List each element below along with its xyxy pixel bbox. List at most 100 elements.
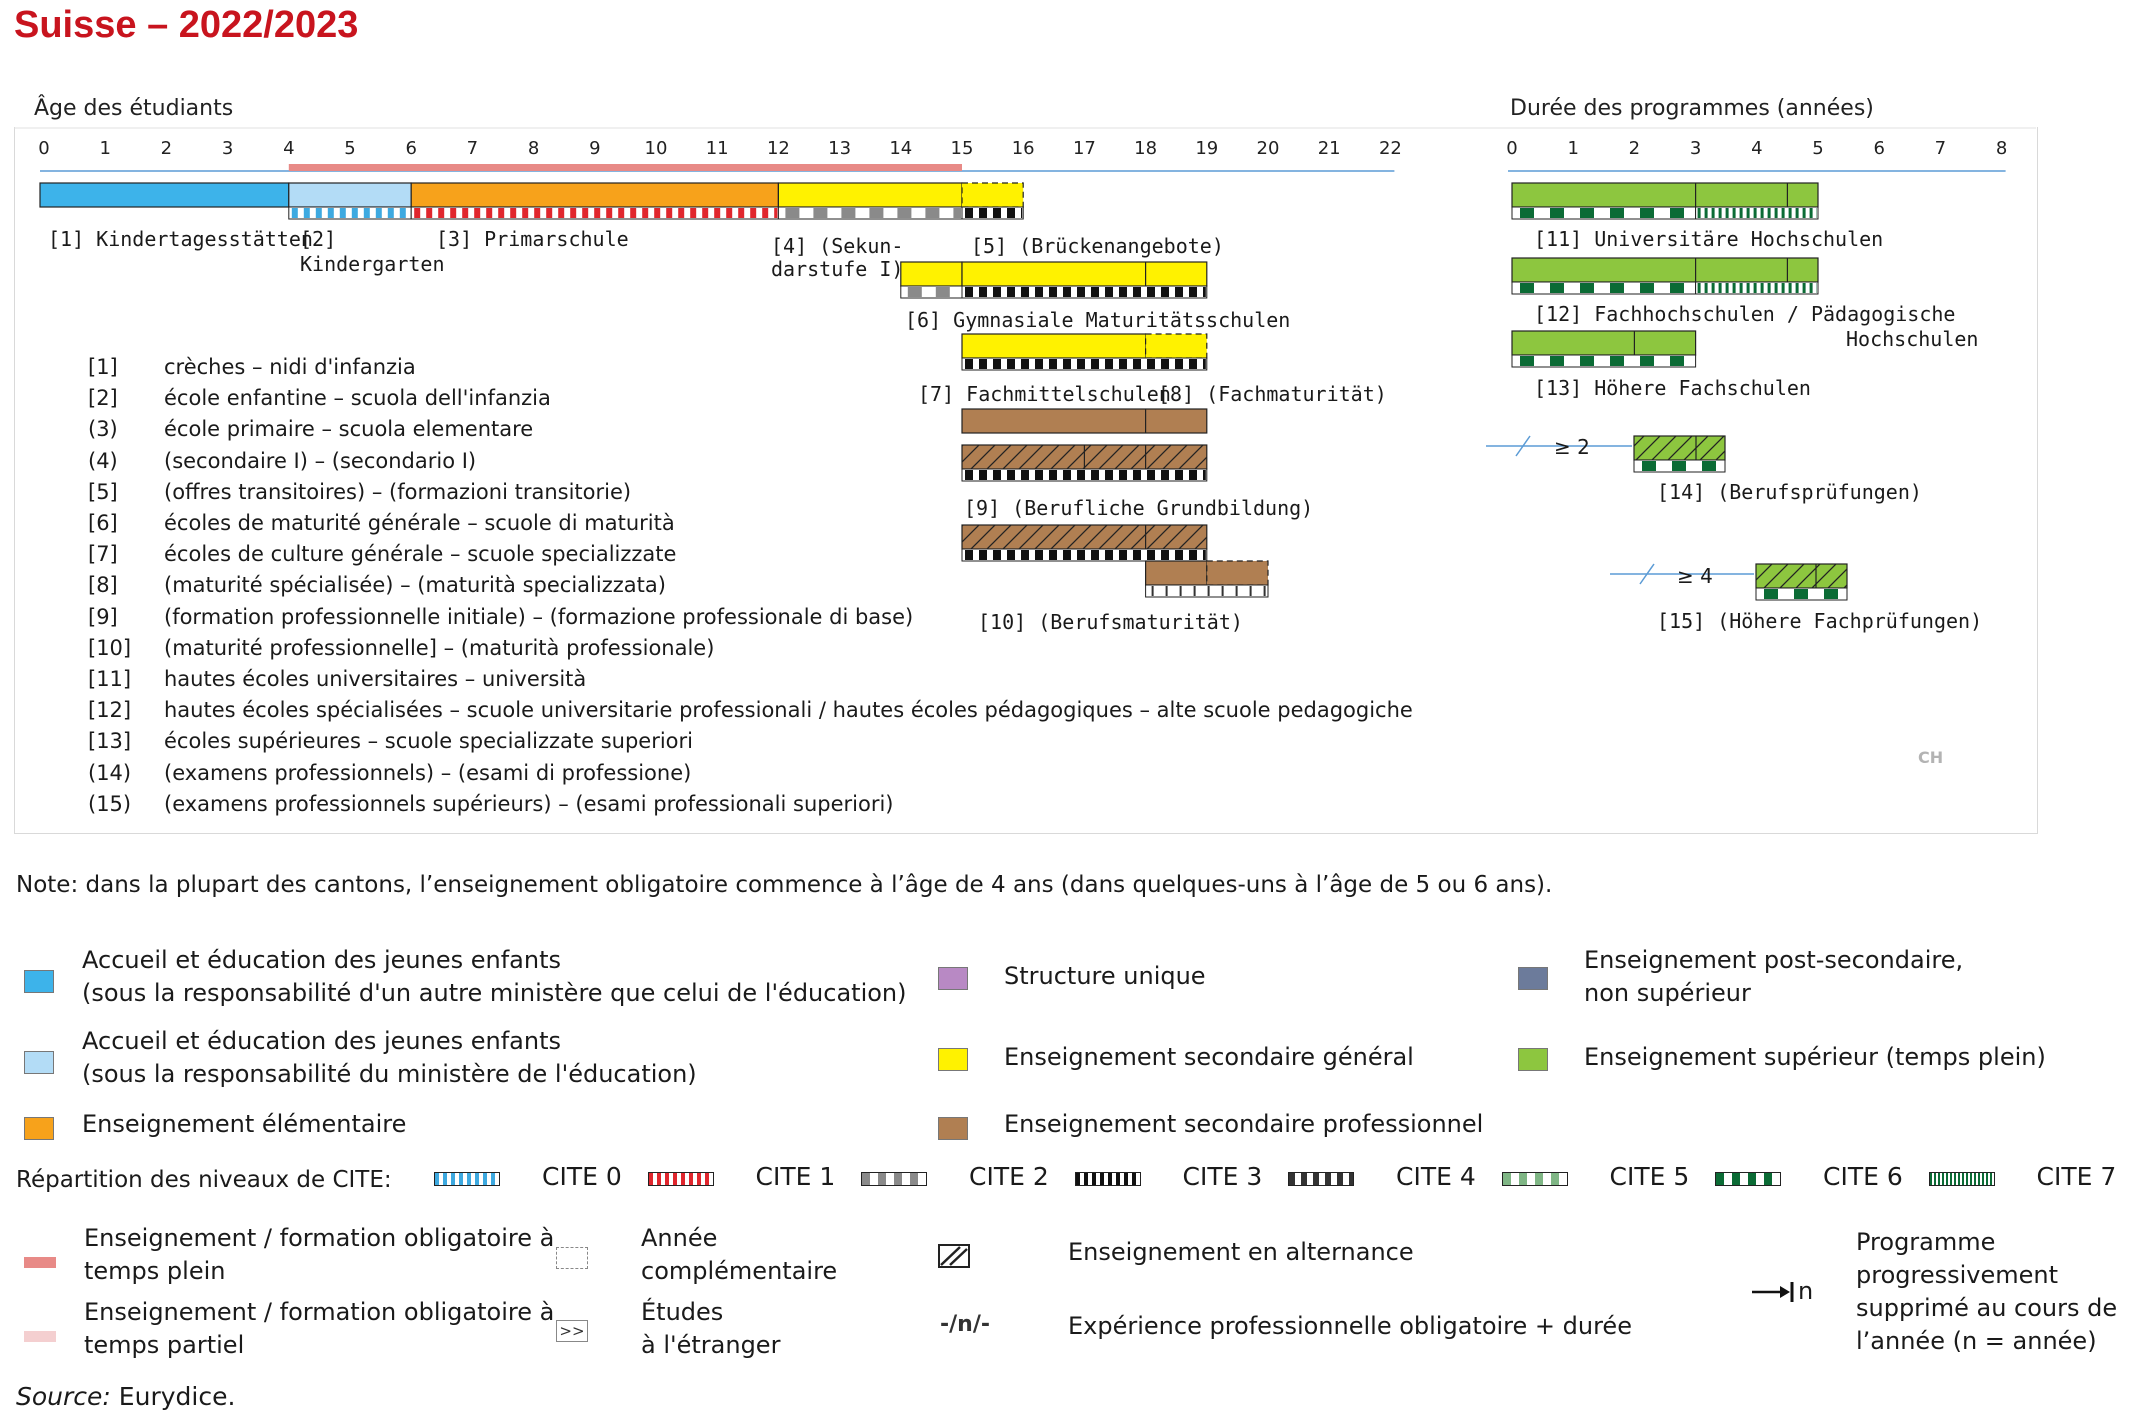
bar-primary xyxy=(410,182,780,208)
translation-num: [13] xyxy=(88,729,132,754)
bar-bm-dual-hatch xyxy=(962,525,1207,549)
duration-tick: 3 xyxy=(1689,138,1702,159)
source-label: Source: xyxy=(16,1382,111,1411)
isced6-hf-seg xyxy=(1580,356,1594,366)
isced4-bm-seg xyxy=(1221,586,1224,596)
age-tick: 3 xyxy=(221,138,234,159)
isced6-uni-seg xyxy=(1640,208,1654,218)
isced7-fh-seg xyxy=(1781,283,1785,293)
isced3-bm-seg xyxy=(1203,550,1206,560)
legend-ecec-other-2: (sous la responsabilité d'un autre minis… xyxy=(82,979,907,1007)
legend-abroad-2: à l'étranger xyxy=(641,1331,781,1359)
age-tick: 9 xyxy=(589,138,601,159)
translation-num: [11] xyxy=(88,667,132,691)
age-tick: 14 xyxy=(889,138,913,159)
legend-full-time-1: Enseignement / formation obligatoire à xyxy=(84,1224,555,1252)
isced7-uni-seg xyxy=(1725,208,1729,218)
isced1-primary-seg xyxy=(654,208,661,218)
isced7-fh-seg xyxy=(1753,283,1757,293)
age-tick: 16 xyxy=(1011,138,1035,159)
legend-primary: Enseignement élémentaire xyxy=(82,1110,407,1138)
isced4-bm-seg xyxy=(1207,586,1210,596)
phased-out-n: n xyxy=(1798,1277,1814,1305)
isced3-vet-seg xyxy=(1133,470,1141,480)
age-tick: 10 xyxy=(644,138,668,159)
isced7-uni-seg xyxy=(1760,208,1764,218)
label-prog-8: [8] (Fachmaturität) xyxy=(1158,382,1387,406)
bar-fachmatur xyxy=(1144,333,1208,359)
isced1-primary-seg xyxy=(738,208,745,218)
isced7-uni-seg xyxy=(1718,208,1722,218)
isced1-primary-seg xyxy=(486,208,493,218)
isced7-uni-seg xyxy=(1788,208,1792,218)
legend-full-time-2: temps plein xyxy=(84,1257,226,1285)
isced7-uni-seg xyxy=(1809,208,1813,218)
isced6-uni-base xyxy=(1511,206,1697,220)
isced1-primary-seg xyxy=(522,208,529,218)
duration-tick: 4 xyxy=(1751,138,1763,159)
legend-swatch-extra-year xyxy=(556,1247,588,1269)
translation-num: (3) xyxy=(88,417,118,442)
age-tick: 8 xyxy=(527,138,540,159)
legend-swatch-postsec xyxy=(1518,967,1548,990)
duration-tick: 6 xyxy=(1873,138,1885,159)
isced7-fh-seg xyxy=(1788,283,1792,293)
isced3-gym-seg xyxy=(1105,287,1113,297)
bar-bm-post xyxy=(1144,560,1208,586)
isced7-fh-seg xyxy=(1746,283,1750,293)
isced4-bm-seg xyxy=(1165,586,1168,596)
bar-vet-school xyxy=(961,408,1208,434)
isced3-gym-seg xyxy=(1091,287,1099,297)
isced3-vet-seg xyxy=(1161,470,1169,480)
label-prog-2: [2] xyxy=(300,227,337,251)
legend-postsec-1: Enseignement post-secondaire, xyxy=(1584,946,1964,974)
isced1-primary-seg xyxy=(414,208,421,218)
isced7-fh-seg xyxy=(1718,283,1722,293)
isced2-lowsec-seg xyxy=(869,208,884,218)
isced1-primary-seg xyxy=(558,208,565,218)
isced3-bm-seg xyxy=(1091,550,1099,560)
isced-label: CITE 3 xyxy=(1182,1162,1263,1191)
isced6-bp-seg xyxy=(1672,461,1686,471)
dual-training-icon xyxy=(938,1244,970,1268)
isced1-primary-seg xyxy=(702,208,709,218)
isced6-bp-seg xyxy=(1702,461,1716,471)
isced1-primary-seg xyxy=(690,208,697,218)
isced3-fms-seg xyxy=(1133,359,1141,369)
translation-text: école primaire – scuola elementare xyxy=(164,417,534,442)
isced7-uni-seg xyxy=(1746,208,1750,218)
translation-num: (15) xyxy=(88,791,132,816)
isced3-vet-seg xyxy=(1063,470,1071,480)
isced6-hfp-seg xyxy=(1764,589,1778,599)
isced7-fh-seg xyxy=(1739,283,1743,293)
isced4-bm-seg xyxy=(1193,586,1196,596)
legend-phased-out-2: progressivement xyxy=(1856,1261,2059,1289)
translation-num: [10] xyxy=(88,635,132,660)
duration-axis-title: Durée des programmes (années) xyxy=(1510,96,1874,121)
isced6-uni-seg xyxy=(1670,208,1684,218)
isced1-primary-seg xyxy=(666,208,673,218)
bar-gym-a xyxy=(900,261,963,287)
isced3-gym-seg xyxy=(1021,287,1029,297)
label-prog-5: [5] (Brückenangebote) xyxy=(971,234,1224,258)
isced0-kg-seg xyxy=(399,208,406,218)
isced3-bm-seg xyxy=(1105,550,1113,560)
age-tick: 15 xyxy=(950,138,974,159)
legend-vocational: Enseignement secondaire professionnel xyxy=(1004,1110,1484,1138)
translation-text: écoles de culture générale – scuole spec… xyxy=(164,542,677,567)
isced3-gym-seg xyxy=(1077,287,1085,297)
legend-single: Structure unique xyxy=(1004,962,1206,990)
isced3-fms-seg xyxy=(1063,359,1071,369)
translation-num: [2] xyxy=(88,386,118,411)
duration-tick: 7 xyxy=(1934,138,1947,159)
isced3-fms-seg xyxy=(1119,359,1127,369)
age-tick: 18 xyxy=(1134,138,1158,159)
duration-tick: 5 xyxy=(1812,138,1824,159)
legend-ecec-edu-2: (sous la responsabilité du ministère de … xyxy=(82,1060,697,1088)
duration-tick: 2 xyxy=(1628,138,1641,159)
translation-num: [5] xyxy=(88,479,118,504)
isced2-lowsec-seg xyxy=(953,208,961,218)
label-prog-4: [4] (Sekun- xyxy=(771,234,904,258)
isced3-gym-seg xyxy=(1063,287,1071,297)
isced3-vet-seg xyxy=(1119,470,1127,480)
